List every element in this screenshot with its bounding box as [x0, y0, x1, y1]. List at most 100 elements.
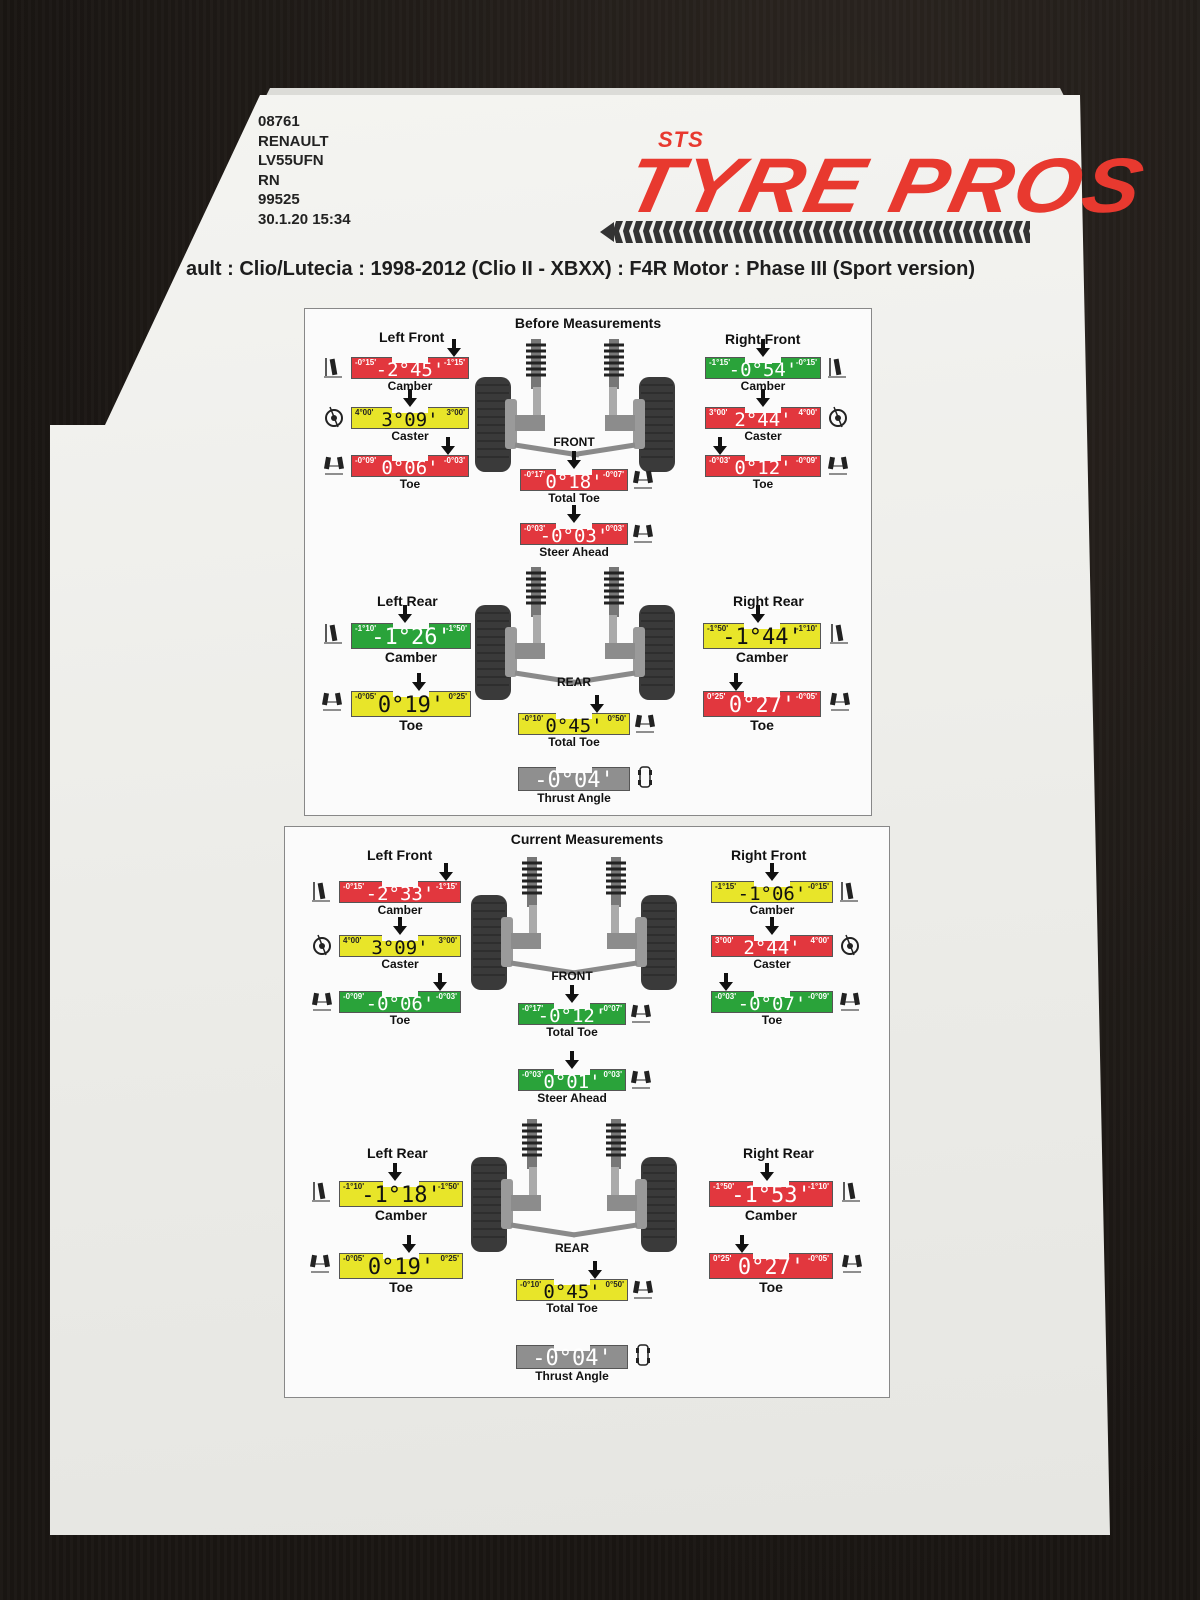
- current-lf-caster-gauge: 4°00'3°00'3°09': [339, 935, 461, 959]
- suspension-wheel-illustration: [467, 1117, 577, 1262]
- gauge-max-limit: -1°15': [443, 358, 465, 367]
- pointer-arrow-icon: [751, 605, 765, 623]
- gauge-min-limit: -0°10': [520, 1280, 542, 1289]
- gauge-center-notch: [556, 767, 592, 773]
- gauge-center-notch: [554, 1003, 590, 1009]
- front-axle-label: FRONT: [553, 435, 595, 449]
- pointer-arrow-icon: [765, 917, 779, 935]
- toe-icon: [841, 1252, 862, 1274]
- gauge-center-notch: [554, 1069, 590, 1075]
- mileage: 99525: [258, 191, 300, 208]
- suspension-wheel-illustration: [569, 337, 679, 482]
- gauge-center-notch: [556, 713, 592, 719]
- before-lr-toe-label: Toe: [399, 717, 423, 733]
- before-lf-camber-gauge: -0°15'-1°15'-2°45': [351, 357, 469, 381]
- gauge-max-limit: -1°50': [445, 624, 467, 633]
- camber-icon: [841, 1180, 861, 1202]
- toe-icon: [829, 690, 850, 712]
- pointer-arrow-icon: [590, 695, 604, 713]
- before-panel-title: Before Measurements: [514, 315, 662, 331]
- before-rr-camber-label: Camber: [735, 649, 789, 665]
- current-lf-camber-gauge: -0°15'-1°15'-2°33': [339, 881, 461, 905]
- operator: RN: [258, 171, 280, 189]
- gauge-value: -0°07': [737, 993, 807, 1015]
- before-lr-camber-label: Camber: [384, 649, 438, 665]
- pointer-arrow-icon: [588, 1261, 602, 1279]
- registration: LV55UFN: [258, 152, 324, 169]
- gauge-value: -1°18': [361, 1183, 441, 1208]
- camber-icon: [827, 356, 847, 378]
- left-front-title: Left Front: [367, 847, 433, 863]
- gauge-min-limit: -1°10': [355, 624, 377, 633]
- suspension-wheel-illustration: [569, 565, 679, 710]
- before-rf-toe-label: Toe: [752, 477, 774, 491]
- pointer-arrow-icon: [565, 985, 579, 1003]
- gauge-min-limit: -0°17': [522, 1004, 544, 1013]
- pointer-arrow-icon: [719, 973, 733, 991]
- pointer-arrow-icon: [756, 339, 770, 357]
- gauge-min-limit: -0°03': [709, 456, 731, 465]
- gauge-max-limit: -0°09': [807, 992, 829, 1001]
- gauge-value: -0°12': [537, 1005, 607, 1027]
- right-front-title: Right Front: [731, 847, 807, 863]
- camber-icon: [311, 880, 331, 902]
- current-lr-camber-gauge: -1°10'-1°50'-1°18': [339, 1181, 463, 1208]
- gauge-min-limit: -1°10': [343, 1182, 365, 1191]
- gauge-center-notch: [382, 991, 418, 997]
- current-steer-ahead-label: Steer Ahead: [537, 1091, 607, 1105]
- gauge-center-notch: [745, 455, 781, 461]
- gauge-center-notch: [556, 523, 592, 529]
- pointer-arrow-icon: [565, 1051, 579, 1069]
- gauge-value: 0°18': [545, 471, 603, 493]
- gauge-value: 0°06': [381, 457, 439, 479]
- gauge-center-notch: [383, 1253, 419, 1259]
- gauge-max-limit: 3°00': [438, 936, 457, 945]
- toe-icon: [630, 1068, 651, 1090]
- gauge-value: -0°04': [532, 1346, 612, 1371]
- gauge-value: 2°44': [734, 409, 792, 431]
- gauge-value: -1°26': [371, 625, 451, 650]
- toe-icon: [321, 690, 342, 712]
- current-rf-caster-gauge: 3°00'4°00'2°44': [711, 935, 833, 959]
- logo-sts-text: STS: [658, 127, 704, 152]
- gauge-center-notch: [745, 357, 781, 363]
- before-rf-camber-label: Camber: [740, 379, 786, 393]
- before-lr-toe-gauge: -0°05'0°25'0°19': [351, 691, 471, 718]
- gauge-center-notch: [392, 407, 428, 413]
- gauge-max-limit: -0°03': [443, 456, 465, 465]
- gauge-center-notch: [744, 691, 780, 697]
- gauge-min-limit: -0°09': [343, 992, 365, 1001]
- gauge-min-limit: -0°09': [355, 456, 377, 465]
- gauge-value: 3°09': [371, 937, 429, 959]
- car-top-view-icon: [638, 766, 658, 788]
- current-thrust-angle-gauge: -0°04': [516, 1345, 628, 1371]
- toe-icon: [630, 1002, 651, 1024]
- rear-axle-label: REAR: [556, 675, 591, 689]
- toe-icon: [632, 468, 653, 490]
- gauge-min-limit: -0°03': [715, 992, 737, 1001]
- gauge-value: 0°45': [543, 1281, 601, 1303]
- caster-wheel-icon: [839, 934, 859, 956]
- pointer-arrow-icon: [439, 863, 453, 881]
- vehicle-make: RENAULT: [258, 132, 329, 150]
- pointer-arrow-icon: [402, 1235, 416, 1253]
- current-rr-camber-gauge: -1°50'-1°10'-1°53': [709, 1181, 833, 1208]
- gauge-value: -0°04': [534, 768, 614, 793]
- current-thrust-angle-label: Thrust Angle: [535, 1369, 609, 1383]
- before-lf-caster-label: Caster: [391, 429, 429, 443]
- toe-icon: [632, 522, 653, 544]
- gauge-value: 2°44': [743, 937, 801, 959]
- gauge-min-limit: -0°10': [522, 714, 544, 723]
- current-rear-total-toe-gauge: -0°10'0°50'0°45': [516, 1279, 628, 1303]
- current-rf-camber-gauge: -1°15'-0°15'-1°06': [711, 881, 833, 905]
- before-steer-ahead-gauge: -0°03'0°03'-0°03': [520, 523, 628, 547]
- suspension-wheel-illustration: [471, 337, 581, 482]
- pointer-arrow-icon: [760, 1163, 774, 1181]
- vehicle-spec: ault : Clio/Lutecia : 1998-2012 (Clio II…: [186, 258, 976, 280]
- gauge-center-notch: [392, 357, 428, 363]
- gauge-value: 0°19': [367, 1255, 435, 1280]
- current-rr-camber-label: Camber: [744, 1207, 798, 1223]
- current-rr-toe-gauge: 0°25'-0°05'0°27': [709, 1253, 833, 1280]
- before-rr-camber-gauge: -1°50'-1°10'-1°44': [703, 623, 821, 650]
